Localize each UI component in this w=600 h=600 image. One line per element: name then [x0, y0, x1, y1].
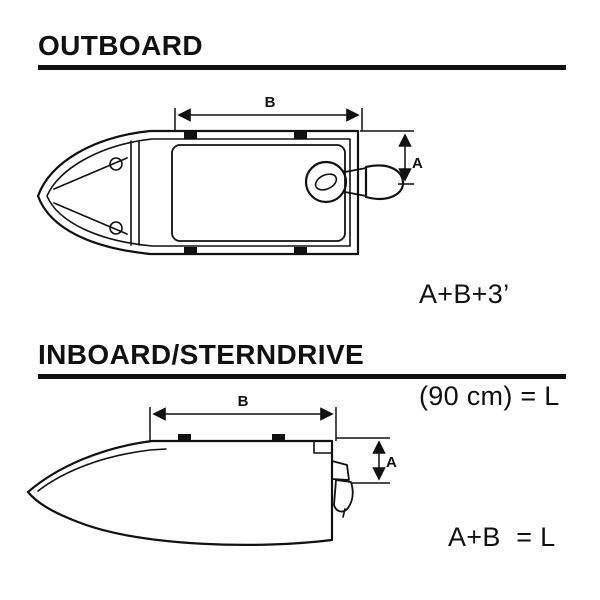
outboard-motor-body — [364, 164, 405, 200]
sterndrive-gimbal — [331, 460, 350, 481]
outboard-motor-cowl — [304, 160, 348, 204]
outboard-motor-cowl-detail — [314, 173, 338, 191]
inboard-hull-outline — [26, 439, 334, 546]
bow-deck-line-upper — [53, 157, 128, 190]
cleat-top-left — [184, 132, 197, 139]
bow-fitting-lower — [109, 221, 123, 235]
inboard-cleat-left — [178, 434, 191, 441]
outboard-inner-gunwale — [46, 138, 351, 247]
inboard-heading-rule — [38, 374, 566, 379]
cockpit-outline — [171, 144, 346, 242]
outboard-dim-b-label: B — [265, 94, 276, 111]
inboard-dim-b-label: B — [238, 393, 249, 410]
cleat-bottom-left — [184, 247, 197, 254]
outboard-hull-outline — [36, 129, 360, 256]
sterndrive-leg — [333, 479, 354, 513]
inboard-dim-a-label: A — [386, 454, 397, 471]
sterndrive-skeg-line — [342, 508, 346, 518]
outboard-formula-line2: (90 cm) = L — [419, 381, 560, 411]
inboard-formula: A+B = L — [448, 522, 556, 552]
outboard-top-view-diagram: B A — [36, 94, 423, 256]
outboard-dim-a-label: A — [412, 155, 423, 172]
bow-fitting-upper — [109, 157, 123, 171]
outboard-heading-rule — [38, 65, 566, 70]
bow-deck-line-lower — [53, 202, 128, 235]
inboard-sterndrive-heading: INBOARD/STERNDRIVE — [38, 339, 365, 370]
outboard-formula-line1: A+B+3’ — [419, 279, 510, 309]
inboard-side-view-diagram: B A — [26, 393, 397, 546]
outboard-motor-bracket — [344, 167, 367, 197]
cleat-bottom-right — [294, 247, 307, 254]
cleat-top-right — [294, 132, 307, 139]
outboard-formula: A+B+3’ (90 cm) = L — [419, 209, 560, 481]
inboard-cleat-right — [272, 434, 285, 441]
inboard-bow-sheer-line — [37, 448, 167, 492]
inboard-stern-hatch-line — [313, 440, 333, 454]
outboard-heading: OUTBOARD — [38, 30, 203, 61]
